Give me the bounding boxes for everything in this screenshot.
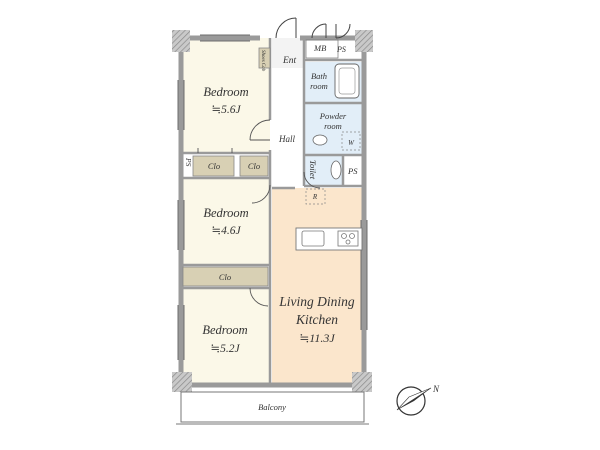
pillar-top-left [172,30,190,52]
interior-doors[interactable] [197,119,321,307]
fridge-label: R [312,193,318,201]
pillar-top-right [355,30,373,52]
ldk-line1: Living Dining [278,294,355,309]
powder-line2: room [324,121,342,131]
closet-a-label: Clo [208,161,220,171]
bedroom-mid-name: Bedroom [203,206,248,220]
powder-floor [305,104,362,154]
ps-left-label: PS [184,157,193,167]
bedroom-mid-size: ≒4.6J [211,225,241,237]
closet-long-label: Clo [219,272,231,282]
fridge-space [305,188,326,205]
closet-b [239,155,269,177]
shoe-cabinet-label: Shoes Cab [260,50,265,72]
compass-north-label: N [432,384,440,394]
shoe-cabinet [258,47,271,69]
mb-box [305,39,339,59]
bedroom-mid-floor [181,178,270,265]
mb-label: MB [313,43,326,53]
ldk-floor [272,188,364,385]
ldk-size: ≒11.3J [299,331,335,345]
bedroom-bottom-floor [181,288,270,383]
hall-label: Hall [278,134,296,144]
bath-line1: Bath [311,71,327,81]
bedroom-top-name: Bedroom [203,85,248,99]
pillar-bottom-left [172,372,192,392]
bathtub [334,63,360,99]
closet-a [192,155,235,177]
powder-line1: Powder [319,111,347,121]
bedroom-top-floor [181,38,270,153]
ps-right-label: PS [347,166,358,176]
closet-b-label: Clo [248,161,260,171]
toilet-label: Toilet [308,160,318,180]
bath-line2: room [310,81,328,91]
ldk-line2: Kitchen [295,312,338,327]
bathtub-inner [338,67,356,95]
washbasin [312,134,328,146]
washer-space [341,131,361,151]
toilet-bowl [330,160,342,180]
entrance-floor [272,38,304,68]
balcony-area [180,391,365,423]
compass-icon: N [396,384,440,416]
balcony-label: Balcony [258,402,286,412]
ps-top-label: PS [336,45,346,54]
closet-long [182,266,269,287]
washer-label: W [348,139,355,147]
stove [337,230,359,247]
kitchen-sink [301,230,325,247]
entrance-door[interactable] [275,17,351,39]
bedroom-top-size: ≒5.6J [211,104,241,116]
kitchen-counter [295,227,363,251]
bedroom-bottom-size: ≒5.2J [210,343,240,355]
windows [177,34,368,360]
entrance-label: Ent [282,56,297,66]
pillar-bottom-right [352,372,372,392]
bedroom-bottom-name: Bedroom [202,323,247,337]
